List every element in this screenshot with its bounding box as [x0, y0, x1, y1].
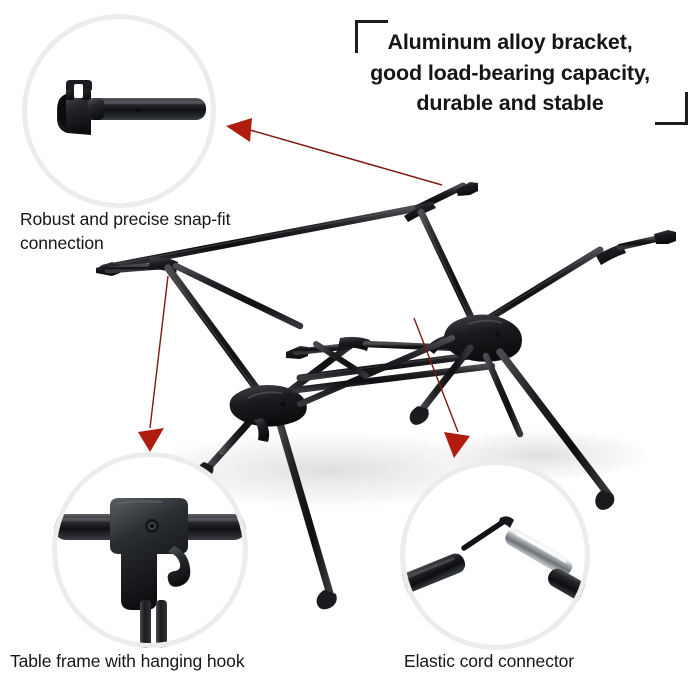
caption-snap-fit: Robust and precise snap-fit connection [20, 208, 235, 255]
corner-bracket-top-left [355, 20, 388, 53]
hanging-hook-detail-image [52, 452, 248, 648]
callout-elastic-cord [400, 460, 590, 650]
callout-hanging-hook [52, 452, 248, 648]
callout-snap-fit [22, 14, 216, 208]
corner-bracket-bottom-right [655, 92, 688, 125]
headline-line-3: durable and stable [416, 91, 604, 116]
headline-line-1: Aluminum alloy bracket, [387, 30, 633, 54]
caption-snap-fit-line-2: fit connection [20, 209, 231, 253]
caption-snap-fit-line-1: Robust and precise snap- [20, 209, 218, 229]
headline-text: Aluminum alloy bracket, good load-bearin… [350, 27, 670, 119]
elastic-cord-detail-image [400, 460, 590, 650]
caption-hanging-hook: Table frame with hanging hook [10, 651, 245, 671]
caption-elastic-cord: Elastic cord connector [404, 651, 574, 671]
headline-line-2: good load-bearing capacity, [370, 60, 650, 85]
snap-fit-detail-image [22, 14, 216, 208]
